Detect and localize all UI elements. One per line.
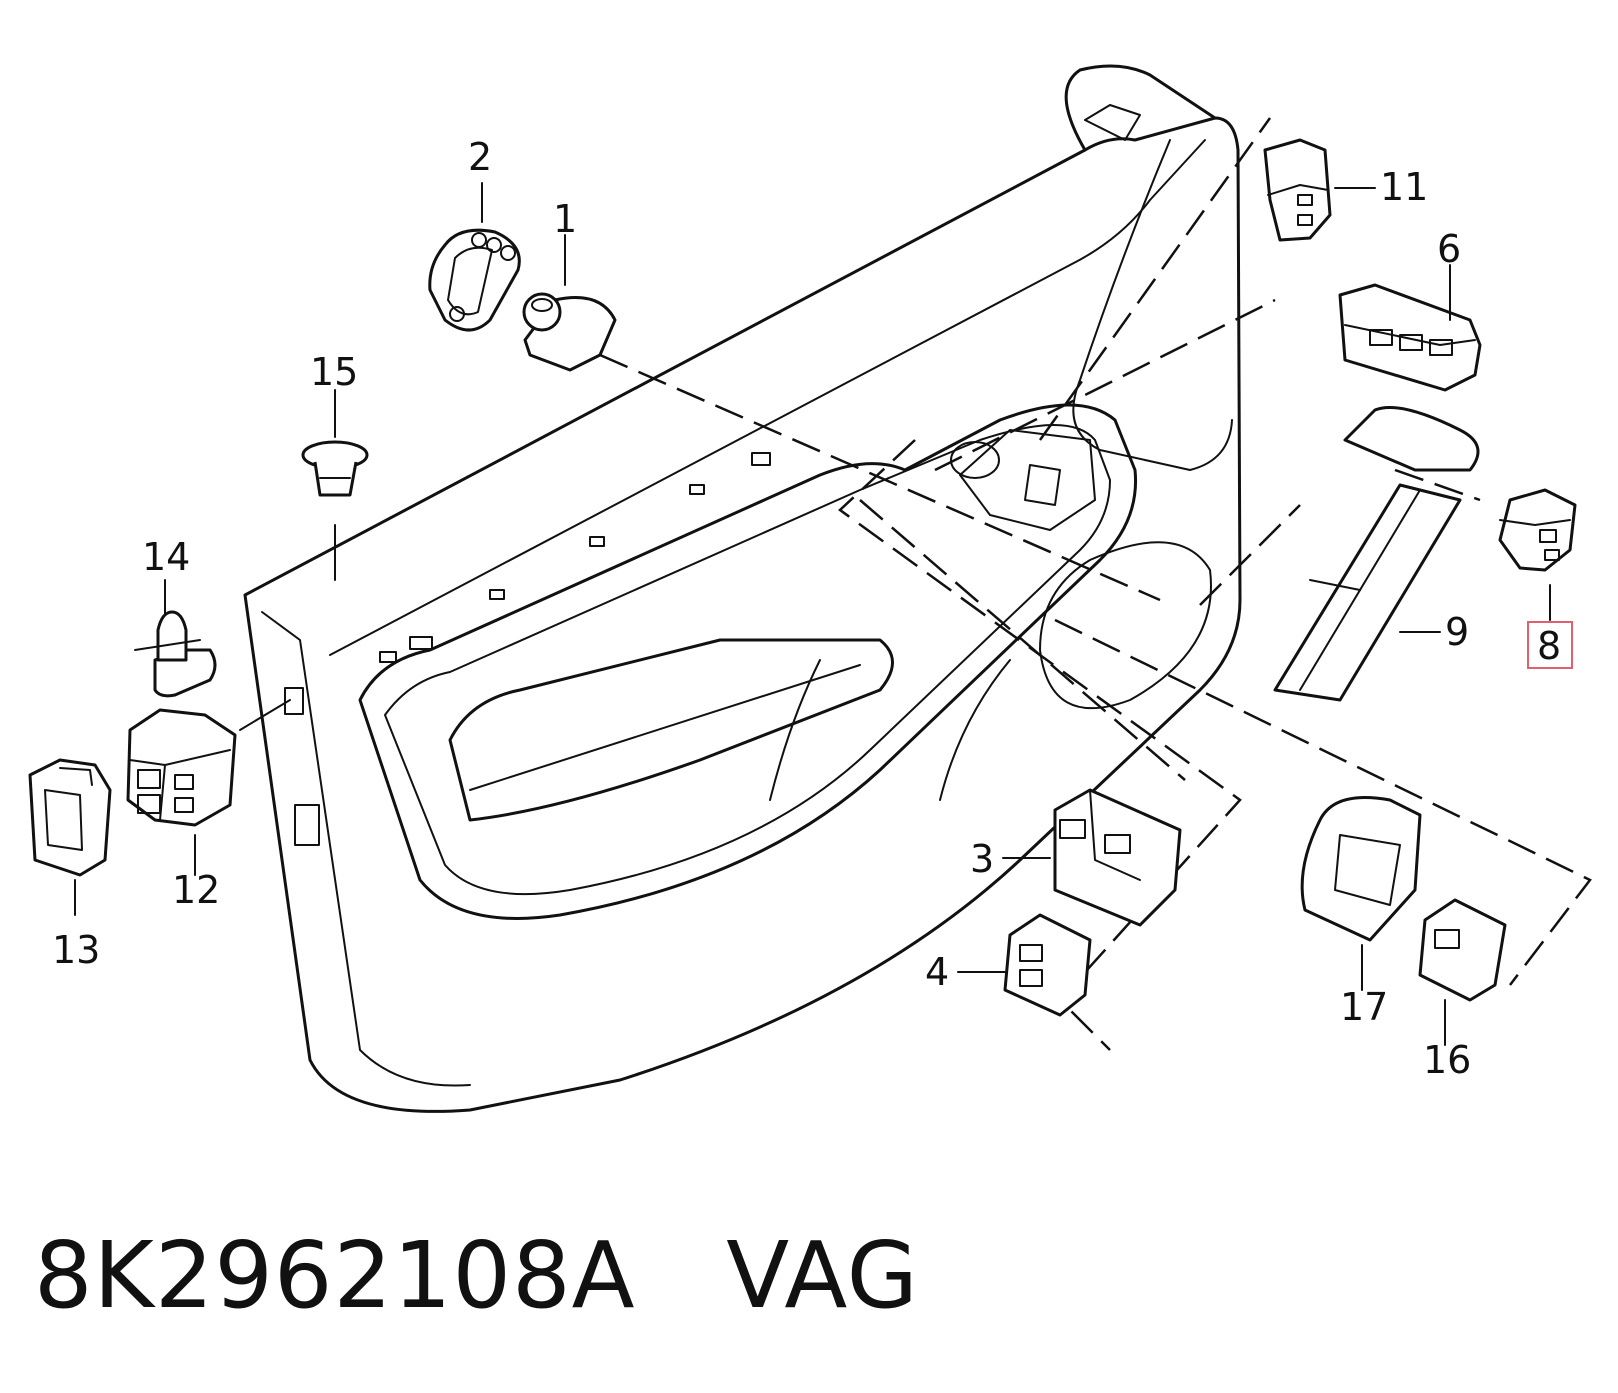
- part-8-window-switch: [1498, 488, 1577, 572]
- part-number-caption: 8K2962108A VAG: [34, 1222, 919, 1329]
- callout-8: 8: [1537, 624, 1561, 668]
- callout-1: 1: [553, 197, 577, 241]
- callout-4: 4: [925, 950, 949, 994]
- part-4-window-switch: [1003, 913, 1092, 1017]
- callout-6: 6: [1437, 227, 1461, 271]
- callout-12: 12: [172, 868, 220, 912]
- door-trim-panel: [243, 64, 1242, 1113]
- brand-name: VAG: [726, 1222, 919, 1329]
- callout-3: 3: [970, 837, 994, 881]
- callout-11: 11: [1380, 165, 1428, 209]
- callout-8-highlight-box: [1527, 621, 1573, 669]
- part-2-switch-bezel: [428, 228, 521, 332]
- callout-ticks: [74, 182, 1551, 1046]
- part-15-trim-clip: [301, 440, 369, 497]
- callout-14: 14: [142, 535, 190, 579]
- part-16-window-switch: [1418, 898, 1507, 1002]
- part-11-single-switch: [1263, 138, 1332, 242]
- part-13-switch-cover: [28, 758, 112, 877]
- callout-labels: 2 1 15 14 12 13 11 6 9 3 4 17 16 8: [52, 135, 1573, 1082]
- callout-13: 13: [52, 928, 100, 972]
- callout-2: 2: [468, 135, 492, 179]
- part-17-switch-bezel: [1300, 796, 1422, 942]
- callout-17: 17: [1340, 985, 1388, 1029]
- part-9-trim-strip: [1273, 406, 1480, 702]
- part-1-mirror-switch: [522, 292, 617, 372]
- leader-lines: [239, 117, 1592, 1051]
- callout-15: 15: [310, 350, 358, 394]
- part-12-switch-block: [126, 708, 237, 827]
- callout-16: 16: [1423, 1038, 1471, 1082]
- part-number: 8K2962108A: [34, 1222, 636, 1329]
- part-6-window-switch-panel: [1338, 283, 1482, 392]
- part-14-bulb-holder: [134, 610, 217, 698]
- part-3-double-window-switch: [1053, 788, 1182, 927]
- callout-9: 9: [1445, 610, 1469, 654]
